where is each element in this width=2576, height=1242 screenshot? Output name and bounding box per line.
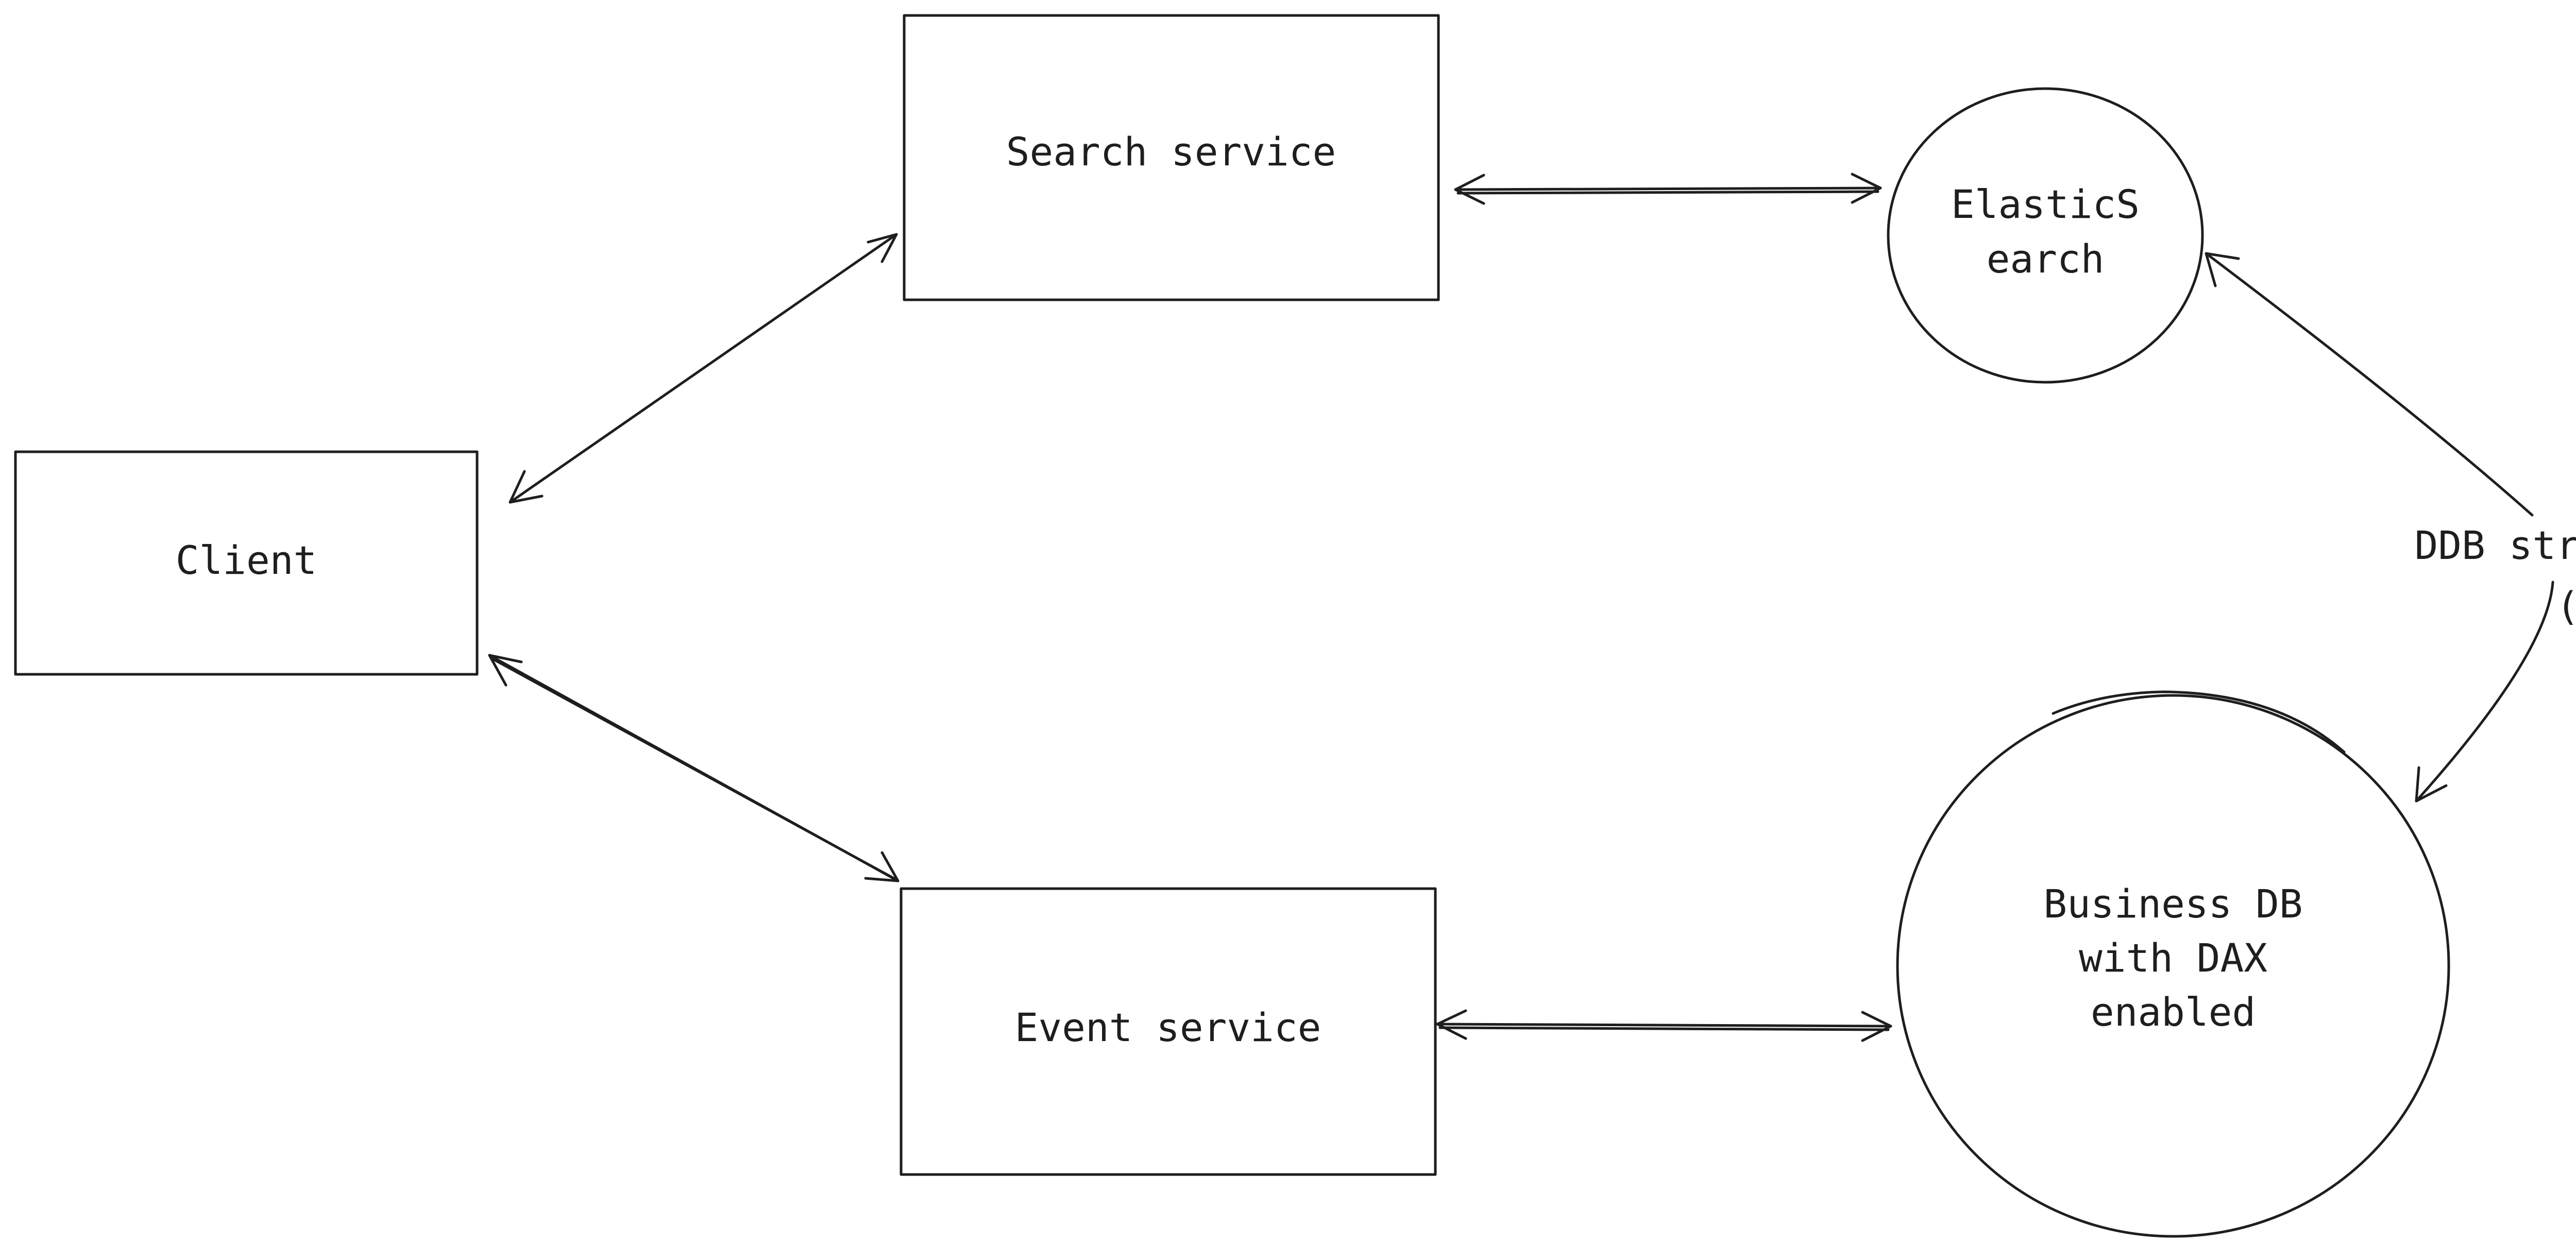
search-service-box bbox=[903, 14, 1440, 301]
arrow-cdc-stream[interactable]: DDB streams (CDC) bbox=[2205, 252, 2576, 803]
event-service-box bbox=[900, 887, 1437, 1176]
client-box bbox=[14, 450, 479, 676]
elasticsearch-circle bbox=[1887, 87, 2204, 384]
client-label: Client bbox=[176, 537, 317, 583]
search-service-node[interactable]: Search service bbox=[903, 14, 1440, 301]
elasticsearch-label-line-1: ElasticS bbox=[1951, 181, 2140, 227]
arrow-search-elasticsearch[interactable] bbox=[1454, 173, 1882, 205]
arrow-event-business-db[interactable] bbox=[1436, 1009, 1892, 1042]
cdc-label-line-1: DDB streams bbox=[2415, 522, 2576, 568]
event-service-node[interactable]: Event service bbox=[900, 887, 1437, 1176]
business-db-label-line-3: enabled bbox=[2091, 989, 2256, 1035]
client-node[interactable]: Client bbox=[14, 450, 479, 676]
business-db-circle bbox=[1896, 694, 2450, 1238]
arrow-client-event[interactable] bbox=[488, 654, 900, 882]
elasticsearch-label-line-2: earch bbox=[1987, 236, 2105, 282]
business-db-label-line-1: Business DB bbox=[2043, 881, 2302, 927]
search-service-label: Search service bbox=[1006, 129, 1336, 175]
business-db-sketch-overlap bbox=[2052, 690, 2346, 754]
event-service-label: Event service bbox=[1015, 1005, 1321, 1050]
elasticsearch-node[interactable]: ElasticS earch bbox=[1887, 87, 2204, 384]
business-db-label-line-2: with DAX bbox=[2079, 935, 2267, 981]
arrow-client-search[interactable] bbox=[509, 233, 898, 504]
cdc-label-line-2: (CDC) bbox=[2556, 583, 2576, 629]
business-db-node[interactable]: Business DB with DAX enabled bbox=[1896, 690, 2450, 1238]
